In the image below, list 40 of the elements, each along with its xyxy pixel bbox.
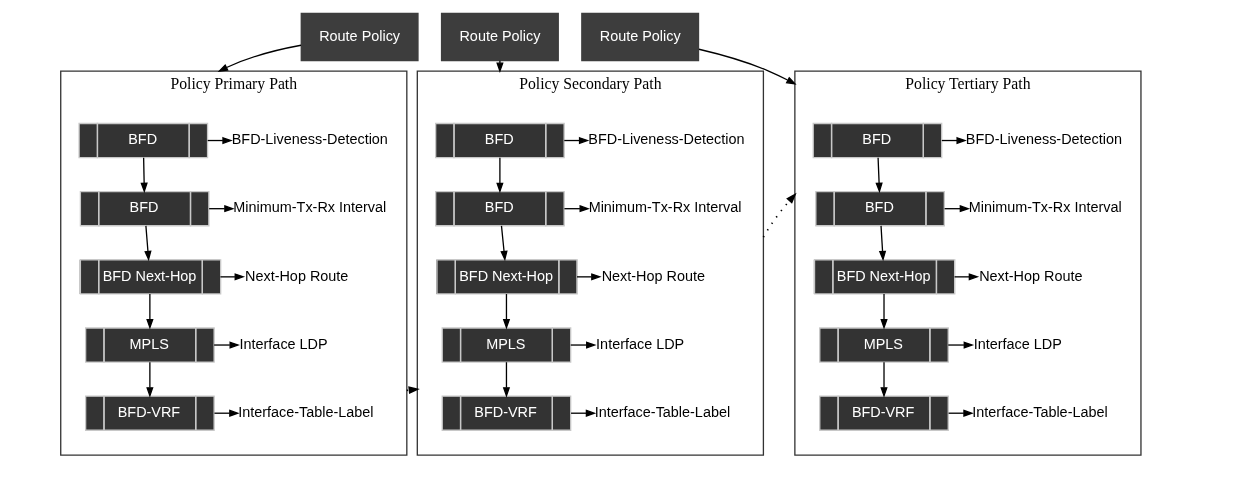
arrow: [146, 361, 154, 398]
node-text: BFD-Liveness-Detection: [965, 131, 1123, 148]
arrow: [496, 157, 504, 194]
arrow: [500, 225, 508, 262]
arrow: [496, 60, 504, 74]
node-text: Interface LDP: [596, 335, 685, 352]
arrow: [880, 293, 888, 330]
node-text: Minimum-Tx-Rx Interval: [968, 199, 1122, 216]
arrow: [880, 361, 888, 398]
arrow: [144, 225, 152, 262]
node-box: Route Policy: [581, 12, 700, 62]
arrow: [502, 293, 511, 330]
node-text: BFD-Liveness-Detection: [588, 131, 745, 148]
node-text: Next-Hop Route: [245, 267, 349, 284]
node-text: Next-Hop Route: [979, 267, 1083, 284]
node-text: Interface LDP: [239, 335, 328, 352]
arrow: [405, 386, 420, 395]
arrow: [762, 192, 797, 238]
arrow: [878, 225, 887, 262]
arrow: [146, 293, 154, 330]
node-text: Minimum-Tx-Rx Interval: [233, 199, 387, 216]
arrow: [219, 273, 246, 281]
arrow: [140, 157, 148, 194]
arrow: [875, 157, 883, 194]
node-text: Interface-Table-Label: [594, 403, 731, 420]
node-text: BFD-Liveness-Detection: [231, 131, 388, 148]
arrow: [502, 361, 511, 398]
arrow: [947, 341, 975, 349]
node-text: Interface-Table-Label: [972, 403, 1108, 420]
node-text: Interface-Table-Label: [238, 403, 374, 420]
arrow: [213, 341, 240, 349]
arrow: [576, 273, 602, 281]
arrow: [953, 273, 980, 281]
arrow: [570, 341, 597, 349]
node-text: Next-Hop Route: [601, 267, 705, 284]
arrow: [698, 48, 797, 85]
arrow: [217, 44, 302, 72]
node-text: Minimum-Tx-Rx Interval: [588, 199, 742, 216]
node-text: Interface LDP: [973, 335, 1062, 352]
node-box: Route Policy: [300, 12, 419, 62]
